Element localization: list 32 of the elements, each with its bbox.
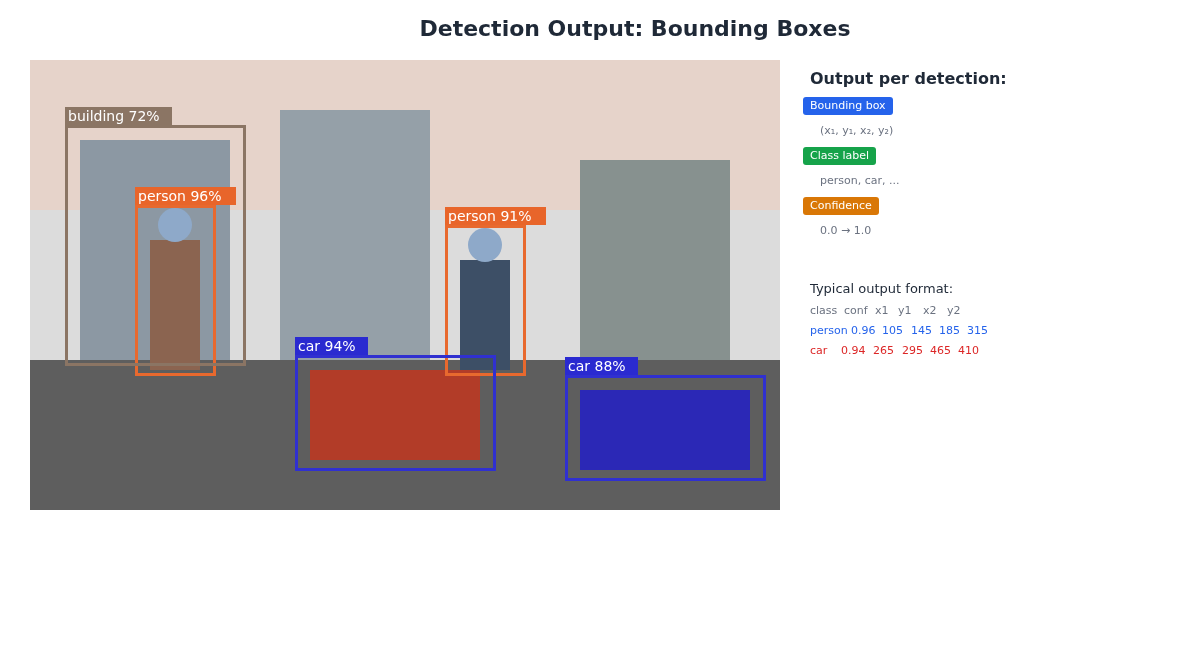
table-header-cell: y1 (898, 304, 912, 317)
table-cell: car (810, 344, 828, 357)
table-header-cell: x1 (875, 304, 889, 317)
table-cell: 185 (939, 324, 960, 337)
table-cell: 315 (967, 324, 988, 337)
detection-label: person 96% (135, 187, 236, 205)
table-cell: 295 (902, 344, 923, 357)
table-header-cell: x2 (923, 304, 937, 317)
field-tag: Confidence (803, 197, 879, 215)
field-tag: Class label (803, 147, 877, 165)
table-header-cell: y2 (947, 304, 961, 317)
field-description: (x₁, y₁, x₂, y₂) (820, 124, 894, 137)
detection-label: car 88% (565, 357, 638, 375)
table-header-cell: conf (844, 304, 868, 317)
field-tag: Bounding box (803, 97, 893, 115)
table-cell: 410 (958, 344, 979, 357)
section-heading: Output per detection: (810, 69, 1007, 88)
table-cell: 0.94 (841, 344, 866, 357)
detection-label: person 91% (445, 207, 546, 225)
table-header-cell: class (810, 304, 838, 317)
table-cell: 265 (873, 344, 894, 357)
detection-label: building 72% (65, 107, 172, 125)
table-cell: person (810, 324, 848, 337)
detection-label: car 94% (295, 337, 368, 355)
table-cell: 0.96 (851, 324, 876, 337)
table-cell: 145 (911, 324, 932, 337)
field-description: person, car, ... (820, 174, 900, 187)
field-description: 0.0 → 1.0 (820, 224, 872, 237)
table-cell: 105 (882, 324, 903, 337)
table-cell: 465 (930, 344, 951, 357)
title: Detection Output: Bounding Boxes (418, 16, 852, 41)
section-heading: Typical output format: (810, 281, 954, 296)
